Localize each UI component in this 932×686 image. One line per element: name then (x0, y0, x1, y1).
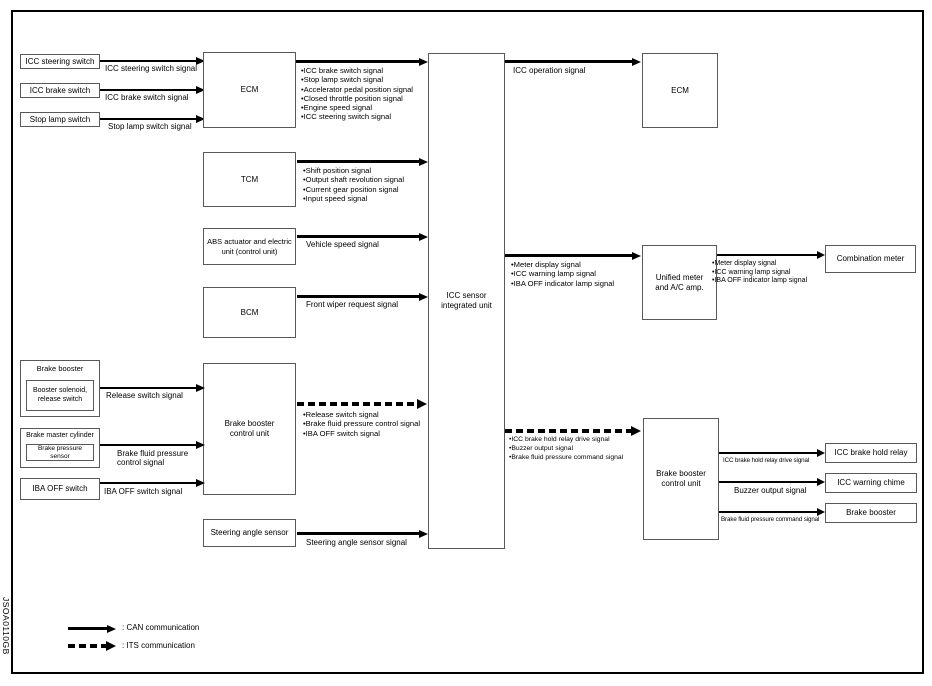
box-label: ECM (240, 85, 259, 94)
box-ecm-right: ECM (642, 53, 718, 128)
arrow-sas-to-icc (297, 532, 419, 535)
box-abs-unit: ABS actuator and electric unit (control … (203, 228, 296, 265)
box-stop-lamp-switch: Stop lamp switch (20, 112, 100, 127)
label-icc-to-meter-signals: •Meter display signal •ICC warning lamp … (511, 260, 615, 288)
box-label: Brake booster control unit (656, 469, 706, 488)
box-label: ABS actuator and electric unit (control … (207, 237, 292, 256)
label-icc-steering-signal: ICC steering switch signal (105, 64, 198, 73)
box-booster-solenoid: Booster solenoid, release switch (26, 380, 94, 411)
arrow-abs-to-icc (297, 235, 419, 238)
box-brake-booster-cu-right: Brake booster control unit (643, 418, 719, 540)
label-release-switch-signal: Release switch signal (106, 391, 183, 400)
box-label: ICC steering switch (25, 56, 95, 66)
box-brake-booster-cu-left: Brake booster control unit (203, 363, 296, 495)
label-brake-fluid-pressure-signal: Brake fluid pressure control signal (117, 449, 189, 468)
legend-its-label: : ITS communication (122, 641, 195, 650)
box-label: Steering angle sensor (210, 528, 289, 537)
arrow-meter-to-comb (717, 254, 817, 256)
box-unified-meter: Unified meter and A/C amp. (642, 245, 717, 320)
box-combination-meter: Combination meter (825, 245, 916, 273)
box-tcm: TCM (203, 152, 296, 207)
arrow-release-switch (100, 387, 196, 389)
box-label: Combination meter (836, 254, 905, 263)
box-brake-booster-right: Brake booster (825, 503, 917, 523)
box-icc-brake-hold-relay: ICC brake hold relay (825, 443, 917, 463)
box-label: BCM (240, 307, 259, 317)
label-ecm-to-icc-signals: •ICC brake switch signal •Stop lamp swit… (301, 66, 413, 122)
label-tcm-to-icc-signals: •Shift position signal •Output shaft rev… (303, 166, 405, 203)
arrow-bbcu-to-icc-its (297, 402, 417, 406)
legend-can-label: : CAN communication (122, 623, 200, 632)
box-label: ICC brake hold relay (834, 448, 908, 457)
box-label: TCM (240, 174, 259, 184)
arrow-icc-to-ecm (505, 60, 632, 63)
arrow-bcm-to-icc (297, 295, 419, 298)
arrow-ecm-to-icc (296, 60, 419, 63)
arrow-tcm-to-icc (297, 160, 419, 163)
box-brake-pressure-sensor: Brake pressure sensor (26, 444, 94, 461)
box-label: Brake booster (846, 508, 896, 517)
arrow-icc-steering-signal (100, 60, 196, 62)
arrow-brake-fluid-pressure (100, 444, 196, 446)
box-icc-warning-chime: ICC warning chime (825, 473, 917, 493)
box-label: Brake master cylinder (26, 432, 94, 439)
box-icc-sensor-integrated-unit: ICC sensor integrated unit (428, 53, 505, 549)
box-icc-steering-switch: ICC steering switch (20, 54, 100, 69)
arrow-icc-to-meter (505, 254, 632, 257)
box-label: Brake booster (36, 364, 84, 373)
box-label: ECM (671, 85, 689, 95)
label-steering-angle-signal: Steering angle sensor signal (306, 538, 407, 547)
figure-code: JSOA0110GB (1, 597, 11, 655)
box-label: Booster solenoid, release switch (32, 387, 88, 403)
box-label: Unified meter and A/C amp. (655, 272, 704, 292)
arrow-bbcu-to-booster (719, 511, 817, 513)
label-icc-operation-signal: ICC operation signal (513, 66, 586, 75)
label-bbcu-to-icc-signals: •Release switch signal •Brake fluid pres… (303, 410, 421, 438)
box-steering-angle-sensor: Steering angle sensor (203, 519, 296, 547)
box-bcm: BCM (203, 287, 296, 338)
arrow-stop-lamp-signal (100, 118, 196, 120)
legend-can-arrow (68, 627, 107, 630)
label-front-wiper-signal: Front wiper request signal (306, 300, 399, 309)
box-label: Brake pressure sensor (37, 444, 83, 460)
arrow-icc-brake-signal (100, 89, 196, 91)
box-label: ICC sensor integrated unit (441, 291, 492, 310)
box-label: Brake booster control unit (224, 419, 275, 438)
label-stop-lamp-signal: Stop lamp switch signal (108, 122, 192, 131)
box-iba-off-switch: IBA OFF switch (20, 478, 100, 500)
label-buzzer-output-signal: Buzzer output signal (734, 486, 807, 495)
label-icc-brake-signal: ICC brake switch signal (105, 93, 189, 102)
arrow-iba-off-switch (100, 482, 196, 484)
label-icc-to-bbcu-signals: •ICC brake hold relay drive signal •Buzz… (509, 436, 624, 461)
box-label: IBA OFF switch (32, 484, 88, 493)
box-icc-brake-switch: ICC brake switch (20, 83, 100, 98)
box-label: Stop lamp switch (29, 114, 91, 124)
label-meter-to-comb-signals: •Meter display signal •ICC warning lamp … (712, 260, 808, 285)
arrow-bbcu-to-chime (719, 481, 817, 483)
label-vehicle-speed-signal: Vehicle speed signal (306, 240, 379, 249)
label-relay-drive-signal: ICC brake hold relay drive signal (723, 457, 810, 464)
box-ecm-left: ECM (203, 52, 296, 128)
label-iba-off-switch-signal: IBA OFF switch signal (104, 487, 183, 496)
legend-its-arrow (68, 644, 106, 648)
box-label: ICC brake switch (29, 85, 91, 95)
box-label: ICC warning chime (837, 478, 905, 487)
arrow-bbcu-to-relay (719, 452, 817, 454)
arrow-icc-to-bbcu-its (505, 429, 631, 433)
label-pressure-command-signal: Brake fluid pressure command signal (721, 516, 820, 523)
